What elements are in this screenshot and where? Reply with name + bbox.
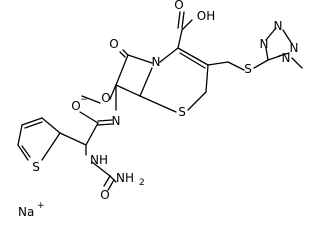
methoxy-oxygen-label: O [101,91,110,105]
lactam-nitrogen-label: N [152,55,161,69]
bond-lines [17,11,303,191]
tetrazole-n1-label: N [260,37,269,51]
thioether-sulfur-label: S [244,62,252,76]
urea-nh2-label: NH [116,171,134,185]
imine-nitrogen-label: N [112,114,121,128]
urea-nh-label: NH [90,153,108,167]
alkoxide-charge-label: − [80,95,88,105]
atom-labels: O O OH O N S S N O − S NH NH 2 O N N N N… [18,0,298,219]
alkoxide-oxygen-label: O [71,99,80,113]
carboxyl-oxygen-label: O [174,0,183,12]
sodium-charge-label: + [37,201,45,211]
carboxyl-oh-label: OH [197,9,215,23]
ring-carbonyl-oxygen-label: O [109,37,118,51]
tetrazole-n2-label: N [274,19,283,33]
thiazine-sulfur-label: S [178,105,186,119]
tetrazole-n3-label: N [290,41,299,55]
sodium-label: Na [18,205,34,219]
urea-oxygen-label: O [100,188,109,202]
urea-nh2-subscript: 2 [139,178,145,188]
thiophene-sulfur-label: S [32,160,40,174]
tetrazole-n4-label: N [282,51,291,65]
